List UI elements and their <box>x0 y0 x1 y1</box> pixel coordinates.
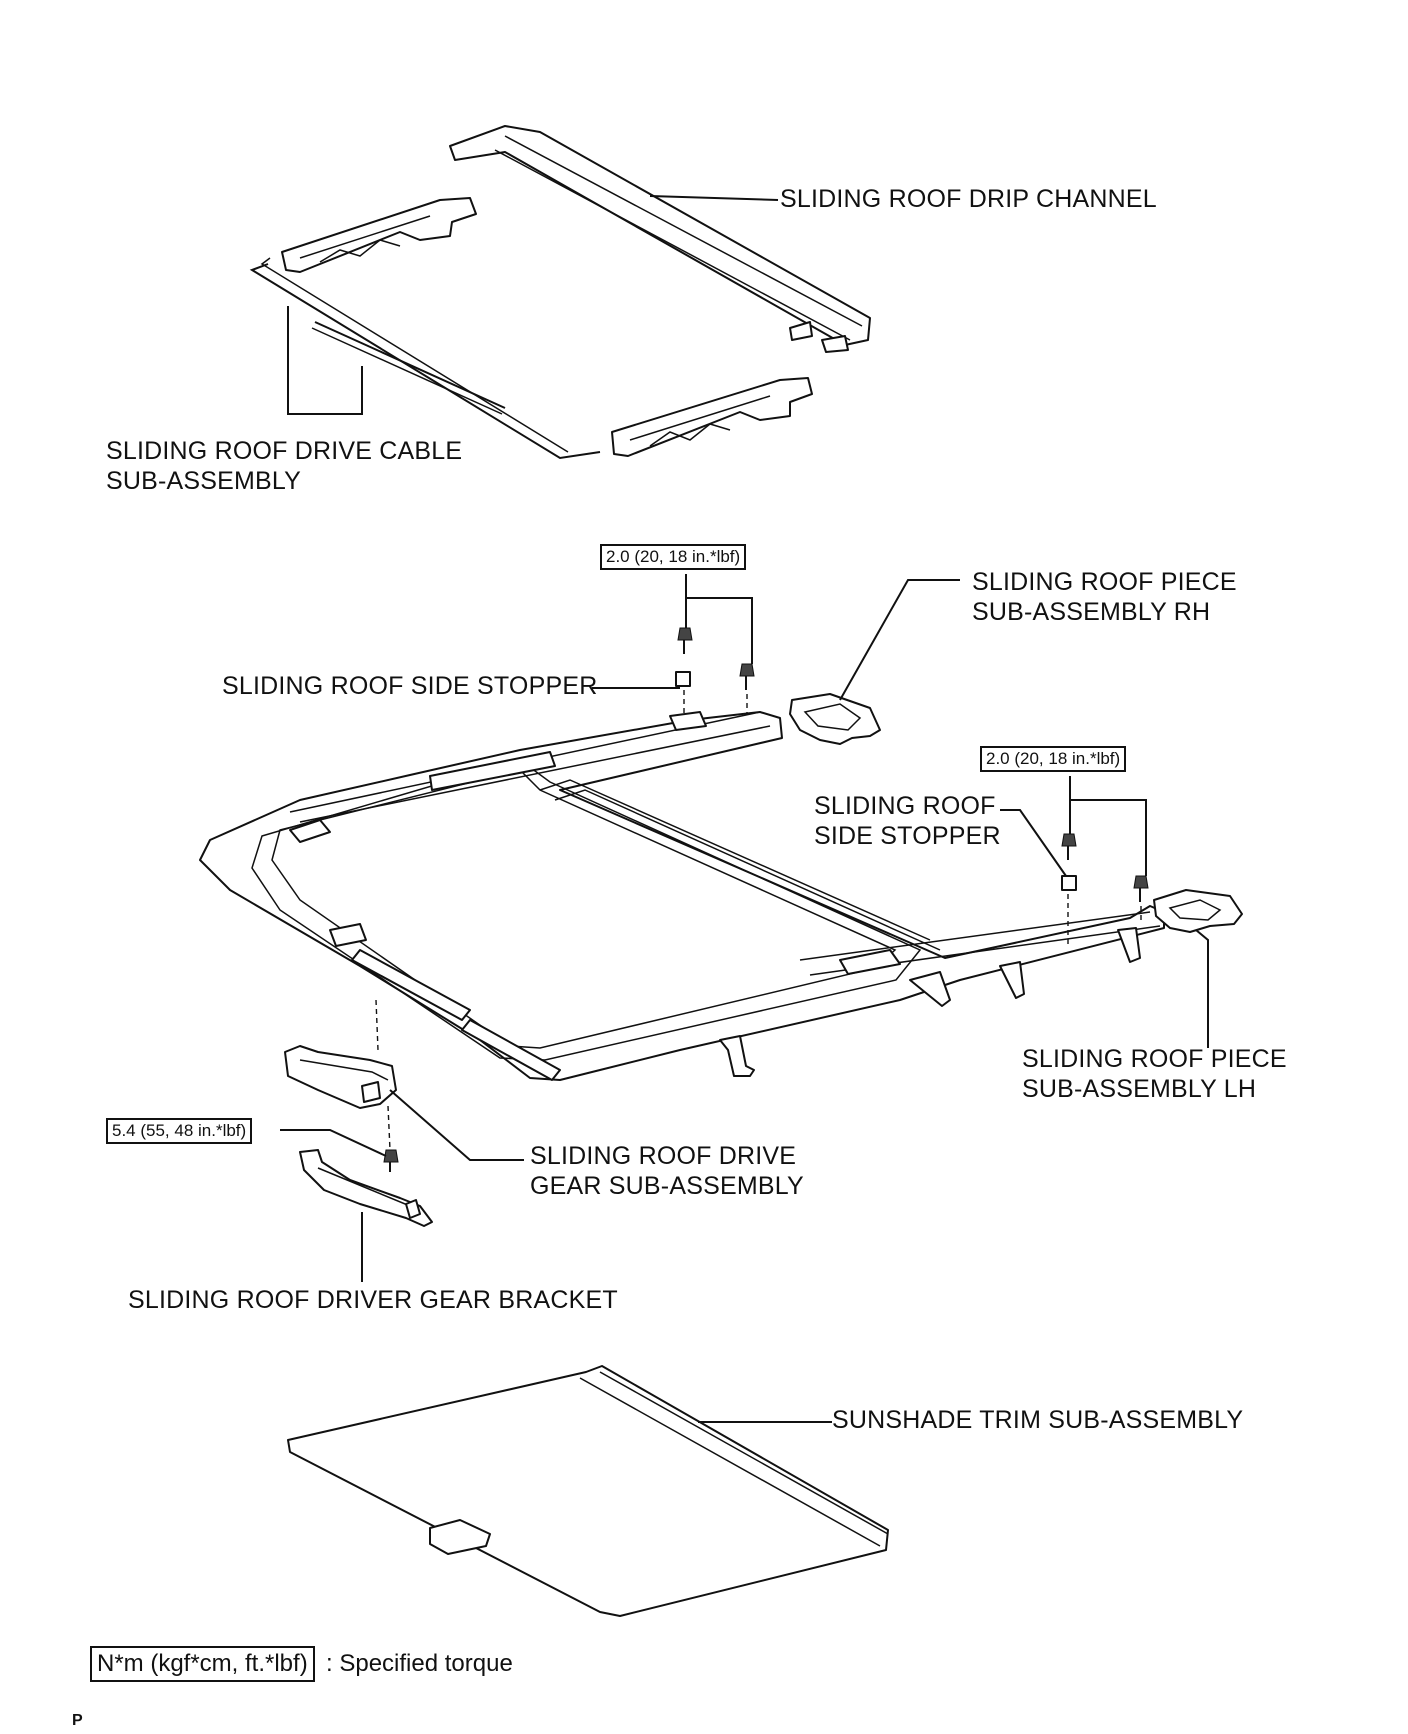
legend-torque-unit-box: N*m (kgf*cm, ft.*lbf) <box>90 1646 315 1682</box>
label-side-stopper-rh: SLIDING ROOF SIDE STOPPER <box>222 672 598 700</box>
drip-channel-part <box>449 125 871 353</box>
sunshade-trim-part <box>287 1365 889 1617</box>
label-piece-rh-line2: SUB-ASSEMBLY RH <box>972 598 1211 626</box>
drive-cable-part <box>249 257 601 460</box>
torque-side-stopper-rh: 2.0 (20, 18 in.*lbf) <box>600 544 747 570</box>
label-side-stopper-lh-line1: SLIDING ROOF <box>814 792 996 820</box>
label-driver-gear-bracket: SLIDING ROOF DRIVER GEAR BRACKET <box>128 1286 618 1314</box>
leader-lines <box>280 195 1209 1423</box>
label-drip-channel: SLIDING ROOF DRIP CHANNEL <box>780 185 1157 213</box>
piece-rh-part <box>789 693 881 745</box>
drive-gear-bolt <box>383 1149 399 1172</box>
label-side-stopper-lh-line2: SIDE STOPPER <box>814 822 1001 850</box>
legend-description: : Specified torque <box>326 1650 513 1677</box>
label-drive-gear-line1: SLIDING ROOF DRIVE <box>530 1142 797 1170</box>
piece-lh-part <box>1153 889 1243 933</box>
side-stopper-lh-group <box>1061 833 1149 944</box>
rear-guide-bracket <box>611 377 813 457</box>
label-piece-lh-line1: SLIDING ROOF PIECE <box>1022 1045 1287 1073</box>
torque-side-stopper-lh: 2.0 (20, 18 in.*lbf) <box>980 746 1127 772</box>
drive-gear-part <box>284 999 397 1151</box>
driver-gear-bracket-part <box>299 1149 433 1227</box>
label-sunshade-trim: SUNSHADE TRIM SUB-ASSEMBLY <box>832 1406 1244 1434</box>
label-piece-lh-line2: SUB-ASSEMBLY LH <box>1022 1075 1257 1103</box>
torque-drive-gear: 5.4 (55, 48 in.*lbf) <box>106 1118 253 1144</box>
front-guide-bracket <box>281 197 477 273</box>
footer-code: P <box>72 1712 83 1729</box>
label-piece-rh-line1: SLIDING ROOF PIECE <box>972 568 1237 596</box>
label-drive-cable-line1: SLIDING ROOF DRIVE CABLE <box>106 437 463 465</box>
label-drive-cable-line2: SUB-ASSEMBLY <box>106 467 302 495</box>
label-drive-gear-line2: GEAR SUB-ASSEMBLY <box>530 1172 804 1200</box>
